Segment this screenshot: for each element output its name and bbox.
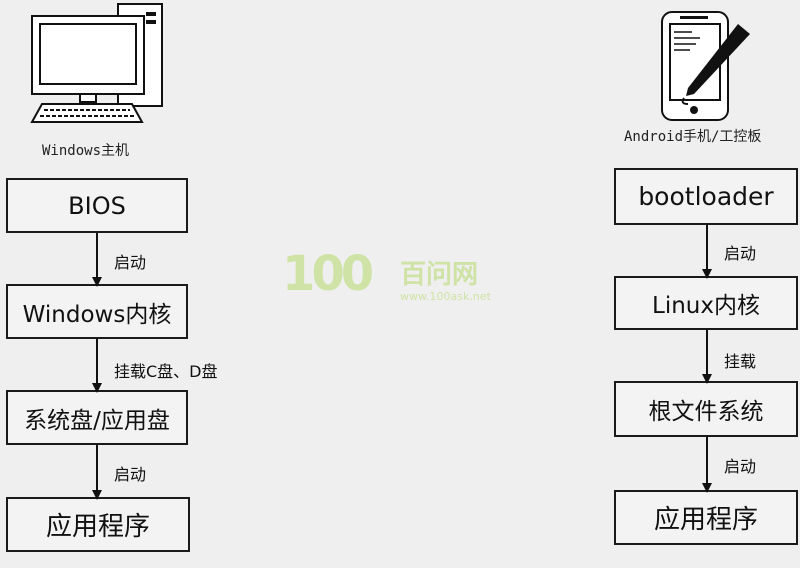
right-edge-label-3: 启动 xyxy=(724,457,757,476)
left-box-system-disk-label: 系统盘/应用盘 xyxy=(24,407,170,434)
right-edge-label-1: 启动 xyxy=(724,244,757,263)
watermark-url: www.100ask.net xyxy=(400,290,491,303)
watermark-number: 100 xyxy=(282,246,374,302)
left-box-windows-kernel: Windows内核 xyxy=(6,284,188,339)
right-box-bootloader-label: bootloader xyxy=(638,182,774,211)
right-box-linux-kernel-label: Linux内核 xyxy=(652,293,760,319)
right-device-caption: Android手机/工控板 xyxy=(624,129,762,145)
left-box-bios: BIOS xyxy=(6,178,188,233)
right-box-application-label: 应用程序 xyxy=(653,505,758,535)
right-box-rootfs-label: 根文件系统 xyxy=(648,399,764,425)
left-box-system-disk: 系统盘/应用盘 xyxy=(6,390,188,445)
watermark-name: 百问网 xyxy=(400,260,479,290)
left-edge-label-2: 挂载C盘、D盘 xyxy=(114,362,218,381)
right-box-bootloader: bootloader xyxy=(614,168,798,225)
desktop-computer-icon xyxy=(30,3,163,123)
right-box-application: 应用程序 xyxy=(614,490,798,545)
left-device-caption: Windows主机 xyxy=(42,143,130,159)
left-edge-label-1: 启动 xyxy=(114,253,147,272)
right-box-rootfs: 根文件系统 xyxy=(614,381,798,437)
right-edge-label-2: 挂载 xyxy=(724,352,757,371)
left-edge-label-3: 启动 xyxy=(114,465,147,484)
left-box-application-label: 应用程序 xyxy=(45,512,150,542)
tablet-with-stylus-icon xyxy=(661,11,750,121)
left-box-bios-label: BIOS xyxy=(68,191,126,220)
left-box-windows-kernel-label: Windows内核 xyxy=(22,301,172,328)
